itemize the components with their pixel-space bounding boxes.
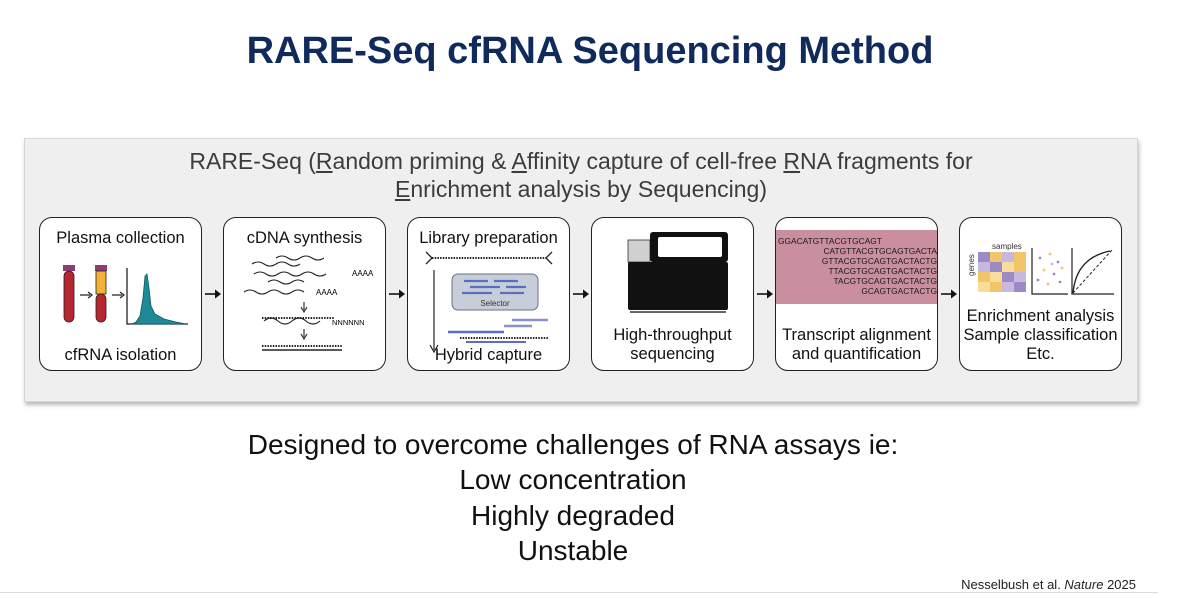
rna-fragments-icon	[243, 255, 327, 295]
step-2-title: cDNA synthesis	[246, 229, 363, 247]
selector-label: Selector	[480, 299, 510, 308]
method-panel: RARE-Seq (Random priming & Affinity capt…	[24, 138, 1138, 402]
aligned-reads: GGACATGTTACGTGCAGT CATGTTACGTGCAGTGACTA …	[778, 236, 937, 296]
read-alignment-illustration: GGACATGTTACGTGCAGT CATGTTACGTGCAGTGACTA …	[776, 230, 937, 304]
poly-a-label-1: AAAA	[352, 269, 374, 278]
random-primed-duplex-icon	[262, 317, 334, 325]
fragment-size-peak-icon	[126, 268, 188, 325]
poly-a-label-2: AAAA	[316, 288, 338, 297]
step-6-label-line-3: Etc.	[1026, 345, 1055, 363]
footer-divider	[0, 592, 1158, 593]
panel-header-line-1: RARE-Seq (Random priming & Affinity capt…	[189, 148, 973, 174]
step-sequencing: High-throughput sequencing	[591, 217, 754, 371]
arrow-right-icon	[205, 289, 221, 299]
scatter-plot-icon	[1031, 248, 1068, 295]
arrow-right-icon	[941, 289, 957, 299]
arrow-right-icon	[573, 289, 589, 299]
challenges-intro: Designed to overcome challenges of RNA a…	[247, 429, 899, 460]
challenge-highly-degraded: Highly degraded	[471, 500, 675, 531]
step-5-label-line-1: Transcript alignment	[782, 326, 931, 344]
step-1-title: Plasma collection	[56, 229, 185, 247]
sequencer-illustration	[627, 232, 728, 313]
step-3-subtitle: Hybrid capture	[434, 346, 543, 364]
read-3: GTTACGTGCAGTGACTACTG	[822, 256, 937, 266]
step-6-label-line-1: Enrichment analysis	[966, 307, 1115, 325]
read-5: TACGTGCAGTGACTACTG	[834, 276, 937, 286]
heatmap-x-label: samples	[992, 242, 1022, 251]
step-1-subtitle: cfRNA isolation	[64, 346, 177, 364]
challenge-low-concentration: Low concentration	[459, 464, 687, 495]
step-library-preparation: Library preparation Selector	[407, 217, 570, 371]
captured-fragments-icon	[448, 318, 548, 343]
step-plasma-collection: Plasma collection	[39, 217, 202, 371]
step-enrichment-analysis: samples genes Enrichment a	[959, 217, 1122, 371]
step-transcript-alignment: GGACATGTTACGTGCAGT CATGTTACGTGCAGTGACTA …	[775, 217, 938, 371]
random-primer-label: NNNNNN	[332, 318, 365, 327]
panel-header: RARE-Seq (Random priming & Affinity capt…	[25, 147, 1137, 203]
step-6-label-line-2: Sample classification	[963, 326, 1118, 344]
read-2: CATGTTACGTGCAGTGACTA	[823, 246, 937, 256]
step-4-label-line-1: High-throughput	[613, 326, 732, 344]
step-3-title: Library preparation	[419, 229, 558, 247]
citation: Nesselbush et al. Nature 2025	[961, 577, 1136, 592]
read-4: TTACGTGCAGTGACTACTG	[828, 266, 937, 276]
hybrid-capture-illustration: Selector	[425, 251, 553, 354]
step-5-label-line-2: and quantification	[791, 345, 922, 363]
step-cdna-synthesis: cDNA synthesis AAAA AAAA NNNNNN	[223, 217, 386, 371]
double-stranded-cdna-icon	[262, 345, 342, 351]
read-1: GGACATGTTACGTGCAGT	[778, 236, 882, 246]
adapter-ligated-fragment-icon	[425, 251, 553, 265]
selector-probes-icon: Selector	[451, 273, 539, 311]
panel-header-line-2: Enrichment analysis by Sequencing)	[394, 176, 768, 202]
blood-tube-illustration	[63, 265, 188, 325]
slide-title: RARE-Seq cfRNA Sequencing Method	[246, 30, 934, 72]
roc-curve-icon	[1071, 248, 1114, 295]
sequencer-icon	[627, 232, 728, 313]
heatmap-icon	[978, 252, 1026, 292]
challenge-unstable: Unstable	[517, 535, 629, 566]
blood-tube-icon	[63, 265, 75, 323]
read-6: GCAGTGACTACTG	[861, 286, 937, 296]
alignment-region	[776, 230, 937, 304]
arrow-right-icon	[389, 289, 405, 299]
workflow-steps: Plasma collection	[25, 139, 1137, 401]
analysis-illustration: samples genes	[967, 242, 1114, 295]
arrow-right-icon	[757, 289, 773, 299]
step-4-label-line-2: sequencing	[630, 345, 715, 363]
heatmap-y-label: genes	[967, 254, 976, 276]
separated-plasma-tube-icon	[95, 265, 107, 323]
cdna-synthesis-illustration: AAAA AAAA NNNNNN	[243, 255, 374, 351]
